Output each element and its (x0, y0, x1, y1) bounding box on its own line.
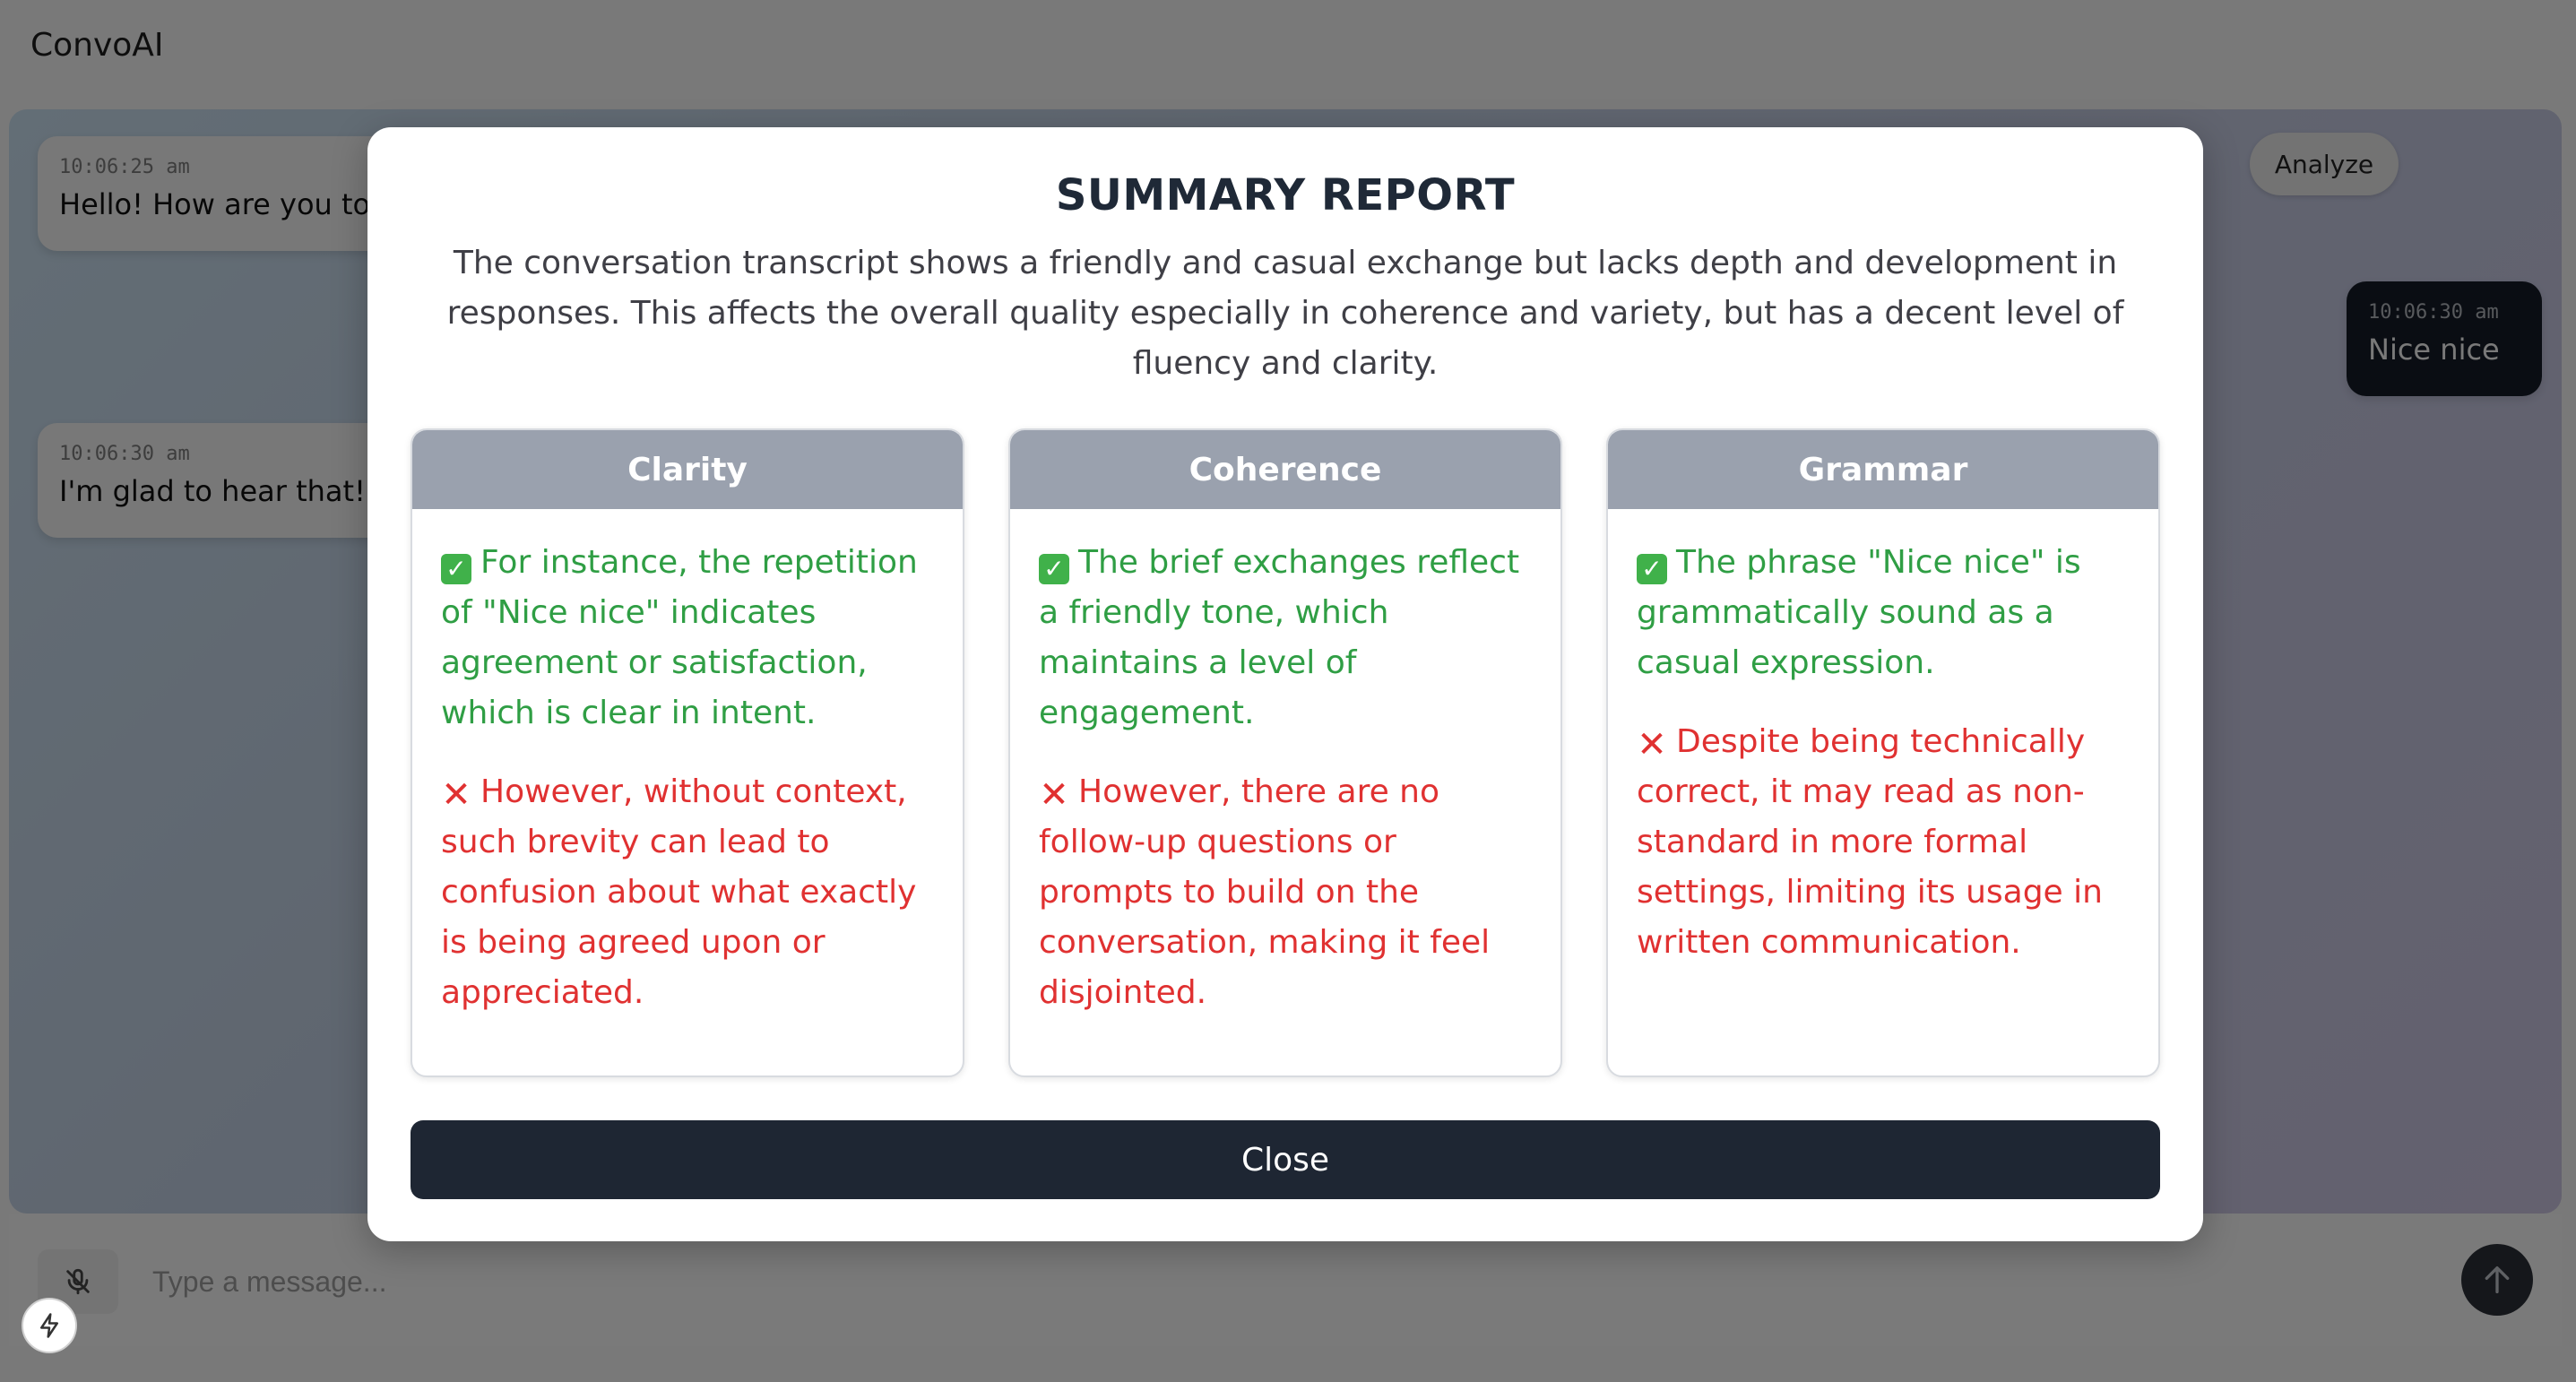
cross-mark-icon: ✕ (1039, 774, 1069, 816)
card-heading: Clarity (412, 430, 963, 509)
cross-mark-icon: ✕ (1637, 724, 1667, 765)
check-mark-icon: ✓ (1039, 554, 1069, 584)
negative-text: Despite being technically correct, it ma… (1637, 723, 2103, 961)
negative-point: ✕Despite being technically correct, it m… (1637, 717, 2130, 968)
lightning-bolt-icon (40, 1313, 58, 1338)
check-mark-icon: ✓ (1637, 554, 1667, 584)
positive-point: ✓For instance, the repetition of "Nice n… (441, 538, 934, 739)
card-heading: Grammar (1608, 430, 2158, 509)
quick-action-button[interactable] (22, 1298, 77, 1353)
card-heading: Coherence (1010, 430, 1560, 509)
positive-point: ✓The brief exchanges reflect a friendly … (1039, 538, 1532, 739)
positive-text: The phrase "Nice nice" is grammatically … (1637, 544, 2081, 681)
positive-point: ✓The phrase "Nice nice" is grammatically… (1637, 538, 2130, 688)
negative-point: ✕However, without context, such brevity … (441, 767, 934, 1018)
positive-text: The brief exchanges reflect a friendly t… (1039, 544, 1520, 731)
positive-text: For instance, the repetition of "Nice ni… (441, 544, 918, 731)
negative-point: ✕However, there are no follow-up questio… (1039, 767, 1532, 1018)
close-button[interactable]: Close (411, 1120, 2160, 1199)
summary-text: The conversation transcript shows a frie… (446, 245, 2124, 382)
cross-mark-icon: ✕ (441, 774, 471, 816)
modal-title: SUMMARY REPORT (1055, 170, 1516, 220)
negative-text: However, there are no follow-up question… (1039, 773, 1491, 1011)
criteria-card-grammar: Grammar ✓The phrase "Nice nice" is gramm… (1606, 428, 2160, 1077)
negative-text: However, without context, such brevity c… (441, 773, 917, 1011)
check-mark-icon: ✓ (441, 554, 471, 584)
summary-report-modal: SUMMARY REPORT The conversation transcri… (367, 127, 2203, 1241)
criteria-card-clarity: Clarity ✓For instance, the repetition of… (411, 428, 964, 1077)
criteria-card-coherence: Coherence ✓The brief exchanges reflect a… (1008, 428, 1562, 1077)
